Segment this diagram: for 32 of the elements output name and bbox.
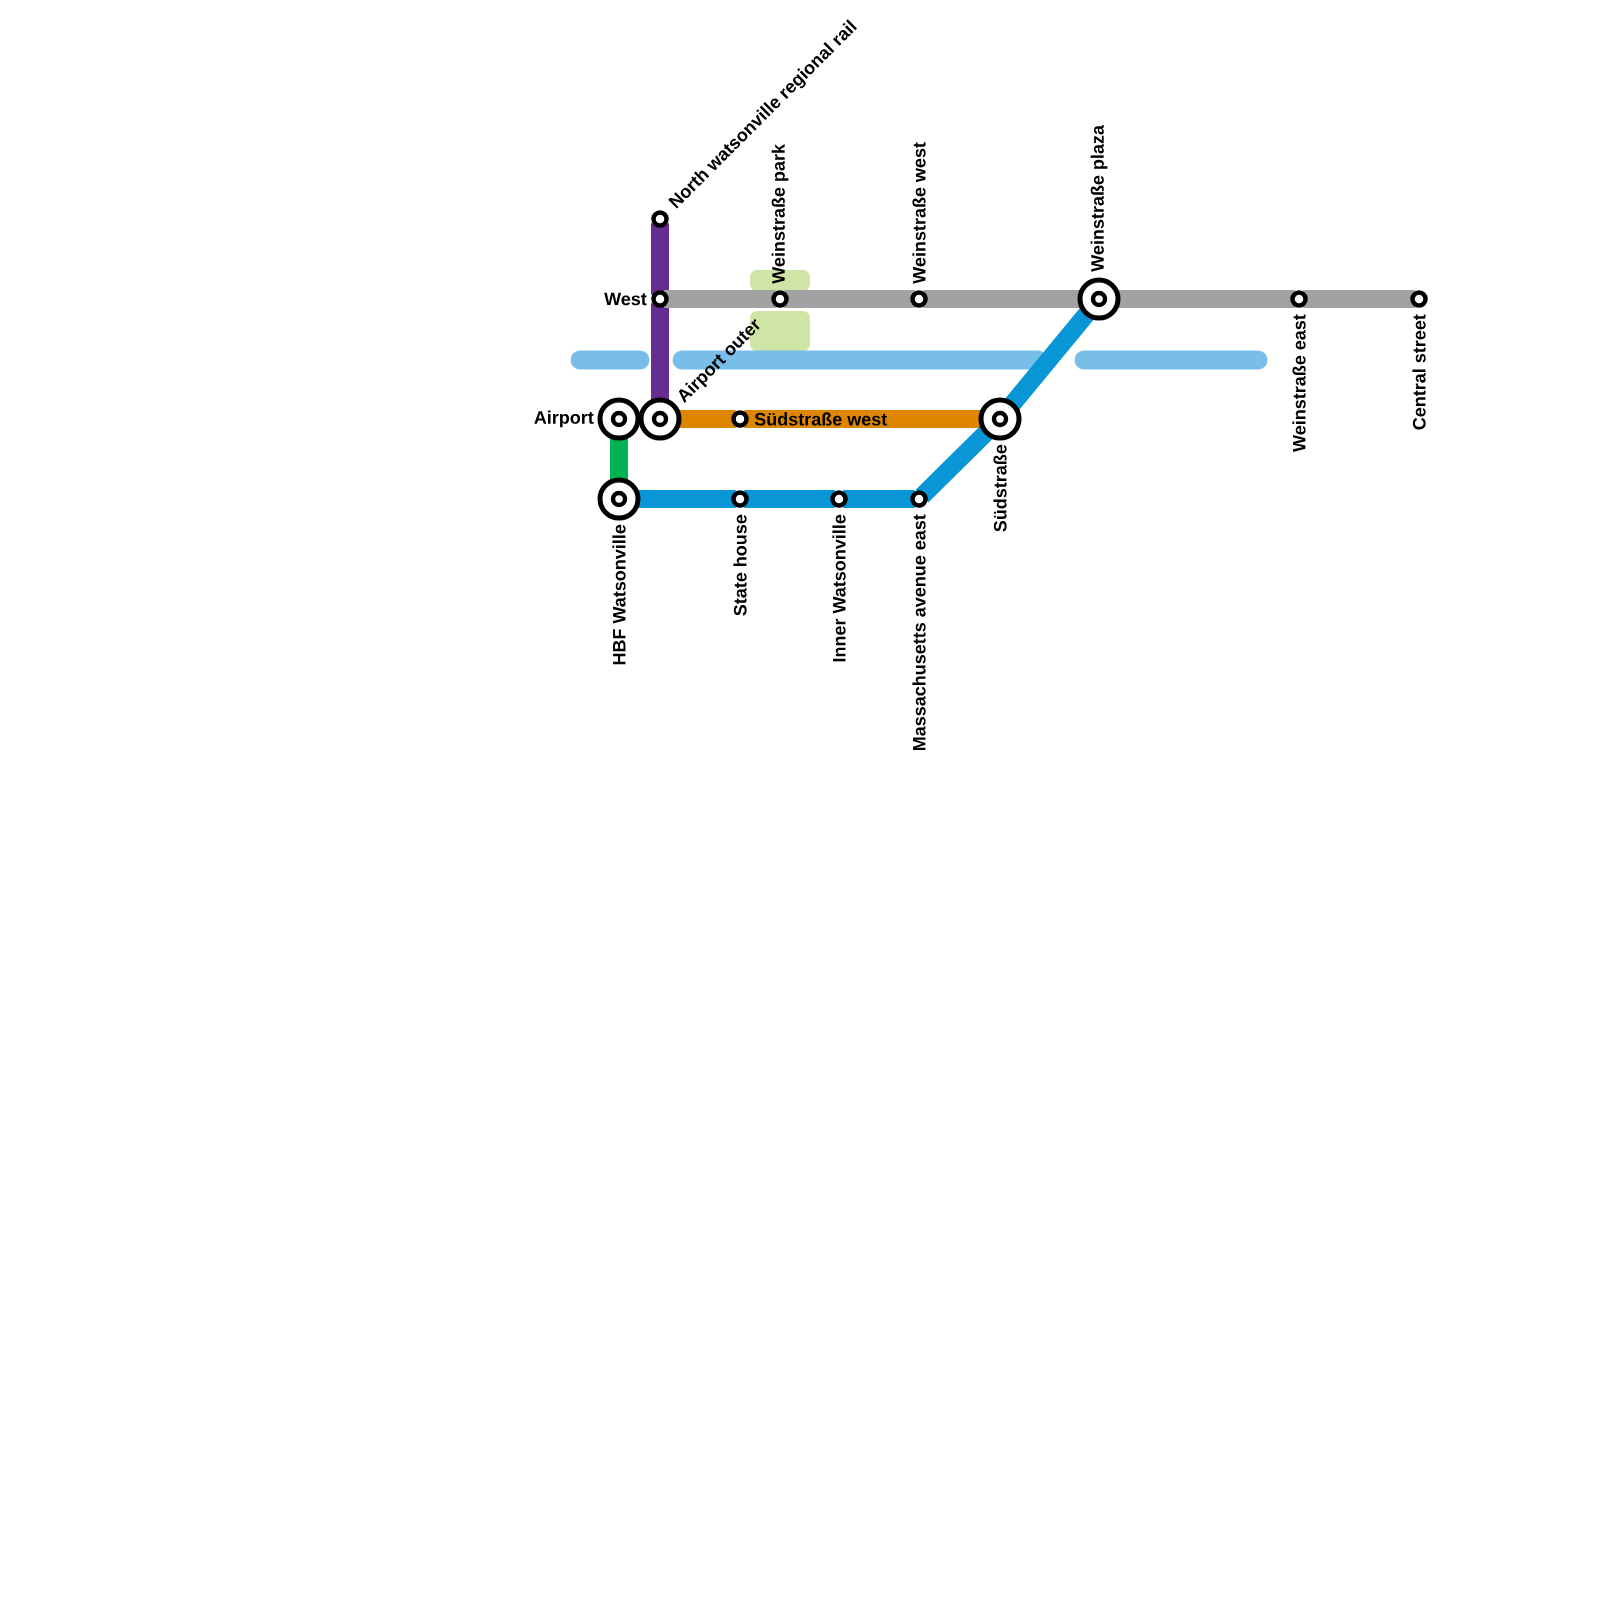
station-marker [651,290,669,308]
station-marker [910,490,928,508]
rail-line [651,223,669,295]
station-marker [731,410,749,428]
station-marker [731,490,749,508]
interchange-marker [1077,277,1121,321]
rail-line [784,290,915,308]
station-label: State house [733,514,747,616]
interchange-marker [597,477,641,521]
station-marker [1410,290,1428,308]
station-label: Südstraße [993,444,1007,532]
rail-line [664,290,776,308]
station-label: HBF Watsonville [612,524,626,665]
station-marker [830,490,848,508]
station-label: Weinstraße plaza [1090,124,1108,272]
station-marker [651,210,669,228]
interchange-marker [978,397,1022,441]
station-label: Weinstraße east [1292,314,1306,452]
station-label: Airport [534,410,594,428]
rail-line [744,490,835,508]
station-label: Südstraße west [754,412,887,426]
station-label: West [604,292,647,306]
station-label: Massachusetts avenue east [912,514,926,751]
station-marker [1290,290,1308,308]
station-label: Inner Watsonville [832,514,846,662]
interchange-marker [597,397,641,441]
station-marker [771,290,789,308]
rail-line [1303,290,1415,308]
station-label: Central street [1412,314,1426,430]
rail-line [843,490,915,508]
station-marker [910,290,928,308]
station-label: Weinstraße west [912,142,926,284]
